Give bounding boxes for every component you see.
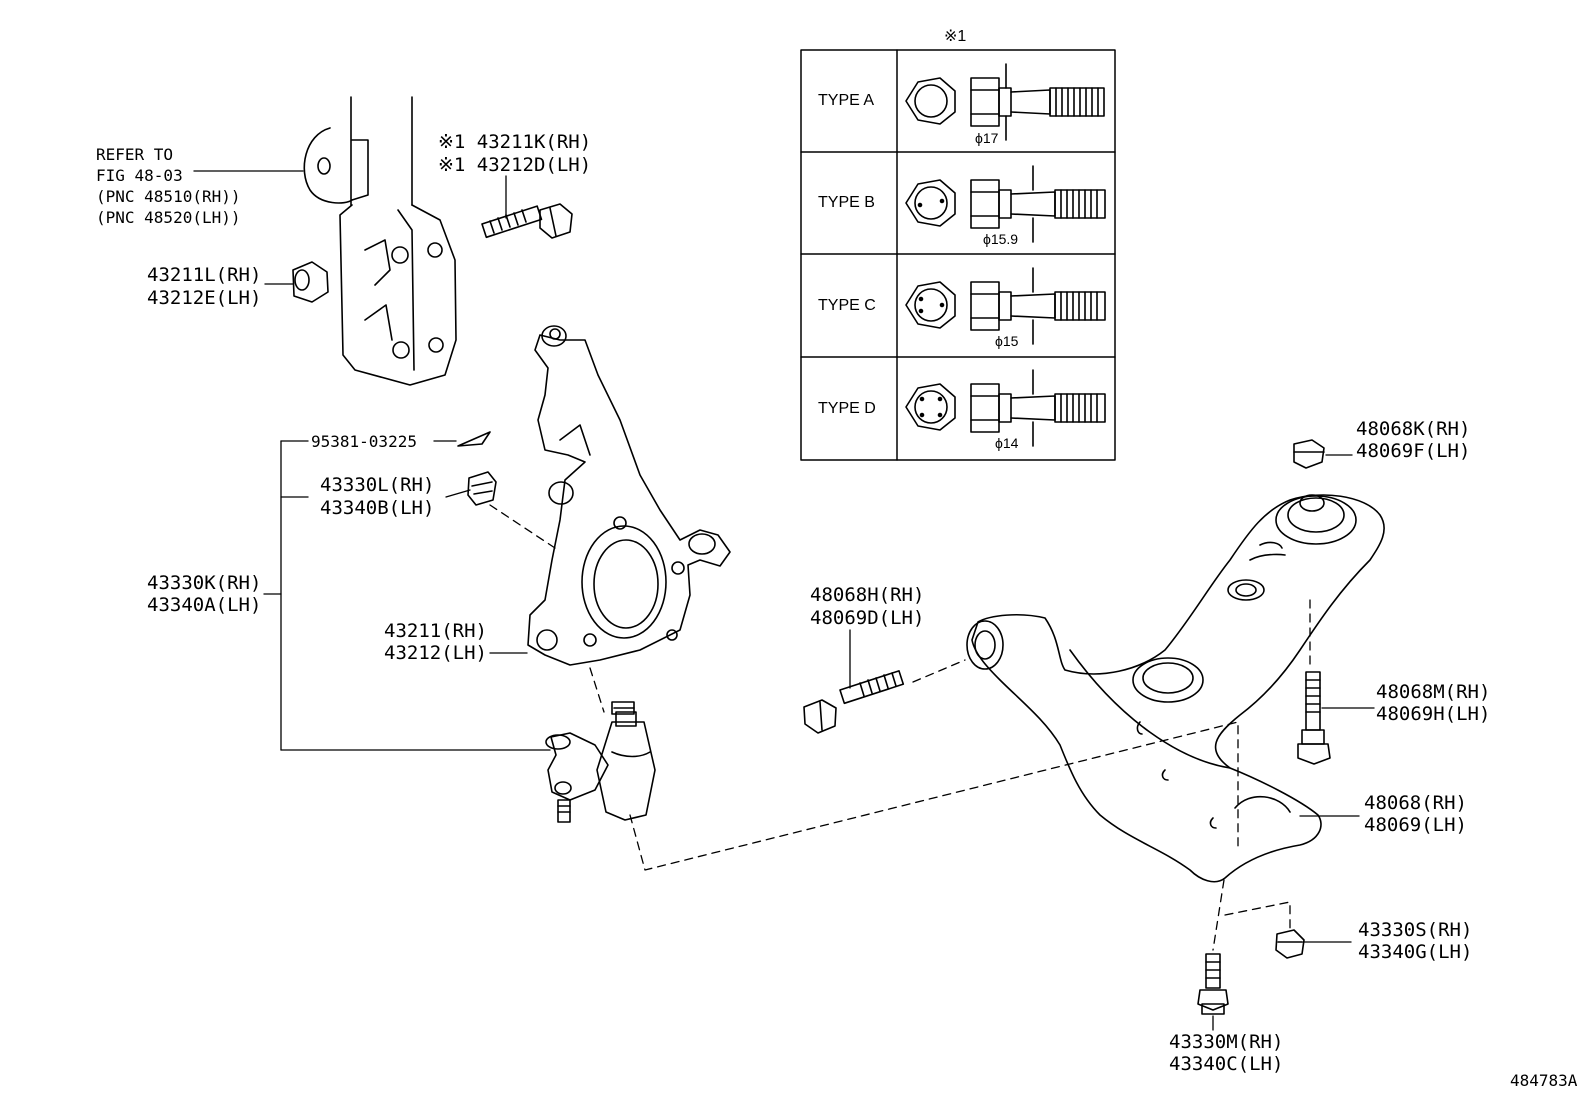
lower-bolt-icon <box>1197 953 1229 1015</box>
table-note-mark: ※1 <box>944 28 967 45</box>
table-type-b-label: TYPE B <box>818 194 875 211</box>
part-label-arm-nut-rh: 48068K(RH) <box>1356 418 1471 440</box>
arm-rear-bolt-icon <box>1297 671 1331 765</box>
part-label-lower-arm-rh: 48068(RH) <box>1364 792 1467 814</box>
part-label-rear-bolt-lh: 48069H(LH) <box>1376 703 1491 725</box>
part-label-arm-bolt-lh: 48069D(LH) <box>810 607 925 629</box>
part-label-lower-nut-lh: 43340G(LH) <box>1358 941 1473 963</box>
part-label-strut-nut-lh: 43212E(LH) <box>147 287 262 309</box>
part-label-lower-bolt-lh: 43340C(LH) <box>1169 1053 1284 1075</box>
part-label-castle-nut-rh: 43330L(RH) <box>320 474 435 496</box>
cotter-pin-icon <box>457 431 491 447</box>
table-type-a-diameter: ϕ17 <box>975 130 999 146</box>
lower-control-arm <box>966 494 1385 883</box>
part-label-ball-joint-rh: 43330K(RH) <box>147 572 262 594</box>
part-label-strut-bolt-rh: ※1 43211K(RH) <box>438 131 592 153</box>
dashed-assembly-lines <box>489 504 1311 951</box>
table-type-c-label: TYPE C <box>818 297 876 314</box>
table-type-d-label: TYPE D <box>818 400 876 417</box>
part-label-rear-bolt-rh: 48068M(RH) <box>1376 681 1491 703</box>
table-type-c-diameter: ϕ15 <box>995 333 1019 349</box>
arm-front-bolt-icon <box>803 670 905 734</box>
part-label-knuckle-rh: 43211(RH) <box>384 620 487 642</box>
bolt-type-b-icon <box>905 165 1106 243</box>
part-label-castle-nut-lh: 43340B(LH) <box>320 497 435 519</box>
part-label-ball-joint-lh: 43340A(LH) <box>147 594 262 616</box>
part-label-arm-nut-lh: 48069F(LH) <box>1356 440 1471 462</box>
part-label-arm-bolt-rh: 48068H(RH) <box>810 584 925 606</box>
strut-bolt-icon <box>481 203 573 239</box>
refer-fig-label: FIG 48-03 <box>96 166 183 185</box>
leader-lines <box>193 170 1375 1031</box>
castle-nut-icon <box>467 471 497 506</box>
part-label-lower-bolt-rh: 43330M(RH) <box>1169 1031 1284 1053</box>
part-label-lower-arm-lh: 48069(LH) <box>1364 814 1467 836</box>
lower-nut-icon <box>1275 929 1305 959</box>
table-type-a-label: TYPE A <box>818 92 875 109</box>
part-label-knuckle-lh: 43212(LH) <box>384 642 487 664</box>
bolt-type-c-icon <box>905 267 1106 345</box>
arm-nut-icon <box>1293 439 1325 469</box>
part-label-strut-bolt-lh: ※1 43212D(LH) <box>438 154 592 176</box>
bolt-type-a-icon <box>905 63 1105 141</box>
table-type-d-diameter: ϕ14 <box>995 435 1019 451</box>
refer-pnc-rh-label: (PNC 48510(RH)) <box>96 187 241 206</box>
shock-absorber-strut <box>303 96 457 386</box>
type-table <box>800 49 1116 461</box>
steering-knuckle <box>527 325 731 666</box>
part-label-strut-nut-rh: 43211L(RH) <box>147 264 262 286</box>
ball-joint <box>545 701 656 823</box>
strut-nut-icon <box>292 261 329 303</box>
refer-to-label: REFER TO <box>96 145 174 164</box>
refer-pnc-lh-label: (PNC 48520(LH)) <box>96 208 241 227</box>
bolt-type-d-icon <box>905 369 1106 447</box>
figure-id: 484783A <box>1510 1071 1578 1090</box>
table-type-b-diameter: ϕ15.9 <box>983 231 1019 247</box>
part-label-lower-nut-rh: 43330S(RH) <box>1358 919 1473 941</box>
part-label-cotter-pin: 95381-03225 <box>311 432 417 451</box>
